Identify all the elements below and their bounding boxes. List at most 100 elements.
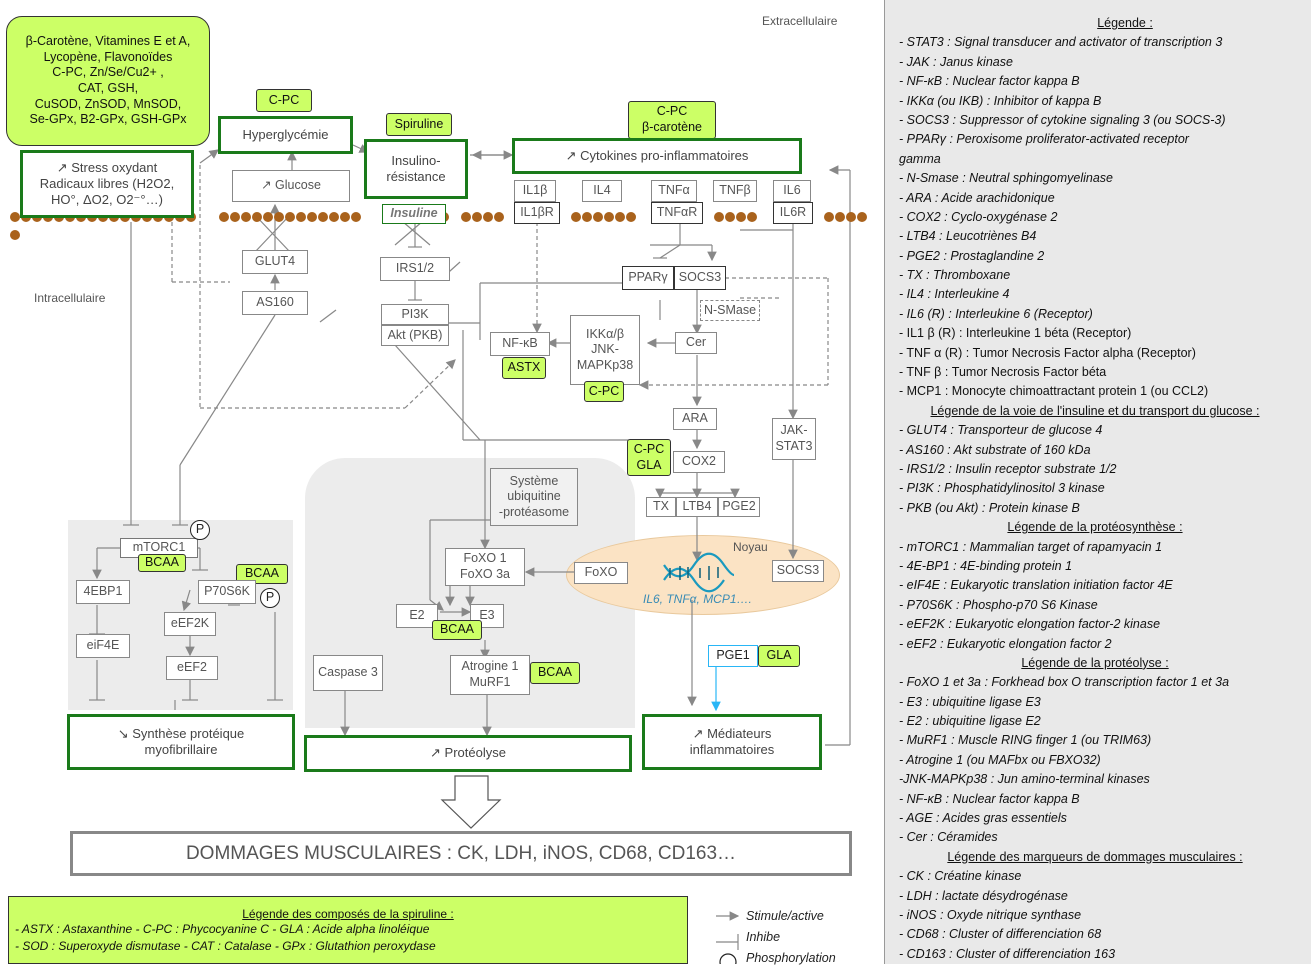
pi3k-box: PI3K (381, 304, 449, 325)
legend-item: - E2 : ubiquitine ligase E2 (899, 714, 1041, 729)
membrane-lipid (835, 212, 845, 222)
membrane-lipid (626, 212, 636, 222)
legend-item: - 4E-BP1 : 4E-binding protein 1 (899, 558, 1073, 573)
membrane-lipid (714, 212, 724, 222)
legend-item: - TNF α (R) : Tumor Necrosis Factor alph… (899, 345, 1196, 360)
oxidative-stress-box: ↗ Stress oxydant Radicaux libres (H2O2, … (20, 150, 194, 218)
jak-stat3-box: JAK- STAT3 (772, 418, 816, 460)
membrane-lipid (571, 212, 581, 222)
legend-item: - eIF4E : Eukaryotic translation initiat… (899, 578, 1173, 593)
eif4e-box: eiF4E (76, 634, 130, 658)
legend-item: - AS160 : Akt substrate of 160 kDa (899, 442, 1091, 457)
legend-item: - LDH : lactate désydrogénase (899, 888, 1068, 903)
legend-heading: Légende des marqueurs de dommages muscul… (947, 849, 1243, 864)
bcaa-e3-badge: BCAA (432, 620, 482, 640)
diagram-area (884, 0, 885, 964)
spirulina-compounds-legend: Légende des composés de la spiruline : -… (8, 896, 688, 964)
legend-item: - STAT3 : Signal transducer and activato… (899, 35, 1223, 50)
legend-item: - MCP1 : Monocyte chimoattractant protei… (899, 384, 1209, 399)
legend-item: - CD163 : Cluster of differenciation 163 (899, 946, 1116, 961)
legend-heading: Légende de la protéosynthèse : (1007, 520, 1183, 535)
intracellular-label: Intracellulaire (34, 291, 106, 305)
legend-item: - SOCS3 : Suppressor of cytokine signali… (899, 112, 1226, 127)
irs-box: IRS1/2 (380, 257, 450, 281)
protein-synthesis-outcome-box: ↘ Synthèse protéique myofibrillaire (67, 714, 295, 770)
il6-receptor-box: IL6R (773, 202, 813, 224)
tnfb-box: TNFβ (713, 180, 757, 202)
membrane-lipid (219, 212, 229, 222)
membrane-lipid (296, 212, 306, 222)
tx-box: TX (646, 497, 676, 517)
legend-item: - IKKα (ou IKB) : Inhibitor of kappa B (899, 93, 1102, 108)
cpc-ikk-badge: C-PC (584, 381, 624, 402)
membrane-lipid (10, 230, 20, 240)
cpc-gla-badge: C-PC GLA (627, 439, 671, 476)
socs3-box: SOCS3 (674, 266, 726, 290)
as160-box: AS160 (242, 291, 308, 315)
legend-item: - Atrogine 1 (ou MAFbx ou FBXO32) (899, 752, 1101, 767)
legend-heading: Légende : (1097, 16, 1153, 30)
astx-badge: ASTX (502, 357, 546, 379)
membrane-lipid (10, 212, 20, 222)
pge2-box: PGE2 (718, 497, 760, 517)
membrane-lipid (285, 212, 295, 222)
insulin-resistance-box: Insulino- résistance (364, 139, 468, 199)
legend-item: - PGE2 : Prostaglandine 2 (899, 248, 1045, 263)
phospho-marker-2: P (260, 588, 280, 608)
membrane-lipid (604, 212, 614, 222)
pge1-box: PGE1 (708, 645, 758, 667)
phospho-marker-1: P (190, 520, 210, 540)
membrane-lipid (494, 212, 504, 222)
legend-item: - Cer : Céramides (899, 830, 998, 845)
legend-heading: Légende de la protéolyse : (1021, 655, 1169, 670)
legend-item: - GLUT4 : Transporteur de glucose 4 (899, 423, 1103, 438)
membrane-lipid (252, 212, 262, 222)
membrane-lipid (857, 212, 867, 222)
gla-badge: GLA (758, 645, 800, 667)
legend-item: -JNK-MAPKp38 : Jun amino-terminal kinase… (899, 772, 1150, 787)
key-phosphorylation-label: Phosphorylation (746, 951, 836, 965)
legend-item: - N-Smase : Neutral sphingomyelinase (899, 171, 1113, 186)
cox2-box: COX2 (673, 451, 725, 473)
legend-item: - IL6 (R) : Interleukine 6 (Receptor) (899, 306, 1093, 321)
legend-item: - AGE : Acides gras essentiels (899, 811, 1067, 826)
legend-heading: Légende de la voie de l'insuline et du t… (930, 403, 1260, 418)
legend-item: - PPARγ : Peroxisome proliferator-activa… (899, 132, 1189, 147)
dna-genes-label: IL6, TNFα, MCP1…. (643, 592, 752, 606)
legend-item: gamma (899, 151, 941, 166)
membrane-lipid (747, 212, 757, 222)
membrane-lipid (824, 212, 834, 222)
legend-item: - E3 : ubiquitine ligase E3 (899, 694, 1041, 709)
legend-item: - IRS1/2 : Insulin receptor substrate 1/… (899, 461, 1117, 476)
abbreviations-legend-panel: Légende : - STAT3 : Signal transducer and… (885, 0, 1311, 964)
proteolysis-outcome-box: ↗ Protéolyse (304, 735, 632, 772)
legend-item: - PI3K : Phosphatidylinositol 3 kinase (899, 481, 1105, 496)
spirulina-legend-title: Légende des composés de la spiruline : (242, 907, 454, 921)
legend-item: - mTORC1 : Mammalian target of rapamyaci… (899, 539, 1163, 554)
membrane-lipid (725, 212, 735, 222)
bcaa-mtorc1-badge: BCAA (138, 554, 186, 572)
membrane-lipid (241, 212, 251, 222)
p70s6k-box: P70S6K (198, 580, 256, 604)
cpc-hyperglycemia-badge: C-PC (256, 89, 312, 112)
muscle-damage-box: DOMMAGES MUSCULAIRES : CK, LDH, iNOS, CD… (70, 831, 852, 876)
legend-item: - PKB (ou Akt) : Protein kinase B (899, 500, 1080, 515)
legend-item: - LTB4 : Leucotriènes B4 (899, 229, 1037, 244)
legend-item: - eEF2 : Eukaryotic elongation factor 2 (899, 636, 1112, 651)
membrane-lipid (615, 212, 625, 222)
ceramide-box: Cer (675, 332, 717, 354)
legend-item: - eEF2K : Eukaryotic elongation factor-2… (899, 617, 1161, 632)
membrane-lipid (274, 212, 284, 222)
membrane-lipid (230, 212, 240, 222)
membrane-lipid (736, 212, 746, 222)
tnfa-receptor-box: TNFαR (651, 202, 703, 224)
ppar-box: PPARγ (622, 266, 674, 290)
membrane-lipid (351, 212, 361, 222)
inflammatory-mediators-box: ↗ Médiateurs inflammatoires (642, 714, 822, 770)
ltb4-box: LTB4 (676, 497, 718, 517)
legend-item: - NF-κB : Nuclear factor kappa B (899, 74, 1080, 89)
bcaa-atrogine-badge: BCAA (530, 662, 580, 684)
e3-box: E3 (470, 604, 504, 628)
membrane-lipid (483, 212, 493, 222)
eef2-box: eEF2 (166, 656, 218, 680)
